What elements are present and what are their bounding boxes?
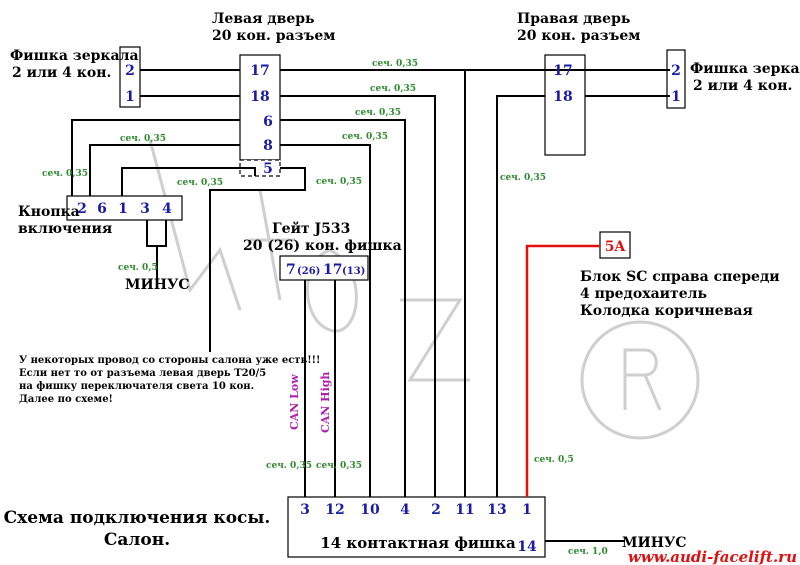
note-line-3: на фишку переключателя света 10 кон. xyxy=(19,381,254,392)
gateway-pin-7-alt: (26) xyxy=(297,266,320,277)
button-subtitle: включения xyxy=(18,221,112,237)
right-door-connector xyxy=(544,54,586,156)
note-line-2: Если нет то от разъема левая дверь Т20/5 xyxy=(19,368,266,379)
fuse-line-2: 4 предохаитель xyxy=(580,286,707,302)
scheme-title: Схема подключения косы. xyxy=(4,508,271,528)
section-label: сеч. 0,35 xyxy=(120,134,166,144)
minus-right-label: МИНУС xyxy=(622,535,686,551)
left-door-title: Левая дверь xyxy=(212,11,315,27)
connector14-pin-4: 4 xyxy=(400,502,410,518)
left-door-pin-8: 8 xyxy=(263,138,273,154)
connector14-box xyxy=(287,496,546,558)
fuse-line-1: Блок SC справа спереди xyxy=(580,269,780,285)
site-url: www.audi-facelift.ru xyxy=(628,548,797,565)
fuse-label: 5A xyxy=(605,239,627,255)
section-label: сеч. 0,35 xyxy=(342,132,388,142)
minus-left-label: МИНУС xyxy=(125,277,189,293)
connector14-pin-2: 2 xyxy=(431,502,441,518)
gateway-pin-17-alt: (13) xyxy=(342,266,365,277)
left-mirror-pin-1: 1 xyxy=(125,89,135,105)
left-door-pin-5: 5 xyxy=(263,161,273,177)
gateway-pin-7: 7 xyxy=(286,262,296,278)
right-mirror-subtitle: 2 или 4 кон. xyxy=(693,78,792,94)
right-door-title: Правая дверь xyxy=(517,11,630,27)
left-door-subtitle: 20 кон. разъем xyxy=(212,28,335,44)
right-mirror-title: Фишка зеркала xyxy=(690,61,800,77)
connector14-pin-14: 14 xyxy=(517,539,537,555)
gateway-subtitle: 20 (26) кон. фишка xyxy=(243,238,402,254)
button-connector xyxy=(66,195,183,221)
section-label: сеч. 0,5 xyxy=(534,455,574,465)
right-door-pin-17: 17 xyxy=(553,63,572,79)
right-door-pin-18: 18 xyxy=(553,89,572,105)
left-door-pin-17: 17 xyxy=(250,63,269,79)
can-low-label: CAN Low xyxy=(288,374,301,430)
left-door-pin-18: 18 xyxy=(250,89,269,105)
section-label: сеч. 0,35 xyxy=(42,169,88,179)
gateway-pin-17: 17 xyxy=(323,262,342,278)
button-pin-1: 1 xyxy=(118,201,128,217)
left-door-connector xyxy=(239,54,281,161)
connector14-pin-1: 1 xyxy=(522,502,532,518)
section-label: сеч. 0,5 xyxy=(118,263,158,273)
left-door-pin-6: 6 xyxy=(263,114,273,130)
gateway-title: Гейт J533 xyxy=(272,220,350,237)
left-mirror-subtitle: 2 или 4 кон. xyxy=(12,65,111,81)
right-mirror-pin-1: 1 xyxy=(671,89,681,105)
left-mirror-connector xyxy=(119,46,141,108)
connector14-title: 14 контактная фишка xyxy=(320,534,516,552)
button-pin-6: 6 xyxy=(97,201,107,217)
section-label: сеч. 1,0 xyxy=(568,547,608,557)
section-label: сеч. 0,35 xyxy=(316,461,362,471)
connector14-pin-11: 11 xyxy=(455,502,474,518)
right-mirror-pin-2: 2 xyxy=(671,63,681,79)
section-label: сеч. 0,35 xyxy=(355,108,401,118)
scheme-subtitle: Салон. xyxy=(104,530,170,550)
power-wire xyxy=(525,244,600,497)
section-label: сеч. 0,35 xyxy=(266,461,312,471)
button-title: Кнопка xyxy=(18,204,80,220)
right-mirror-connector xyxy=(666,49,686,109)
connector14-pin-12: 12 xyxy=(325,502,344,518)
can-high-label: CAN High xyxy=(319,372,332,433)
button-pin-4: 4 xyxy=(162,201,172,217)
section-label: сеч. 0,35 xyxy=(500,173,546,183)
left-mirror-title: Фишка зеркала xyxy=(10,48,139,64)
fuse-line-3: Колодка коричневая xyxy=(580,303,753,319)
button-pin-2: 2 xyxy=(77,201,87,217)
button-pin-3: 3 xyxy=(140,201,150,217)
section-label: сеч. 0,35 xyxy=(316,177,362,187)
connector14-pin-3: 3 xyxy=(300,502,310,518)
note-line-4: Далее по схеме! xyxy=(19,394,113,405)
section-label: сеч. 0,35 xyxy=(177,178,223,188)
note-line-1: У некоторых провод со стороны салона уже… xyxy=(19,355,320,366)
gateway-connector xyxy=(279,255,369,281)
wires xyxy=(71,69,670,542)
right-door-subtitle: 20 кон. разъем xyxy=(517,28,640,44)
connector14-pin-10: 10 xyxy=(360,502,380,518)
section-label: сеч. 0,35 xyxy=(370,84,416,94)
connector14-pin-13: 13 xyxy=(487,502,506,518)
left-mirror-pin-2: 2 xyxy=(125,63,135,79)
section-label: сеч. 0,35 xyxy=(372,59,418,69)
left-door-pin5-box xyxy=(239,159,281,177)
